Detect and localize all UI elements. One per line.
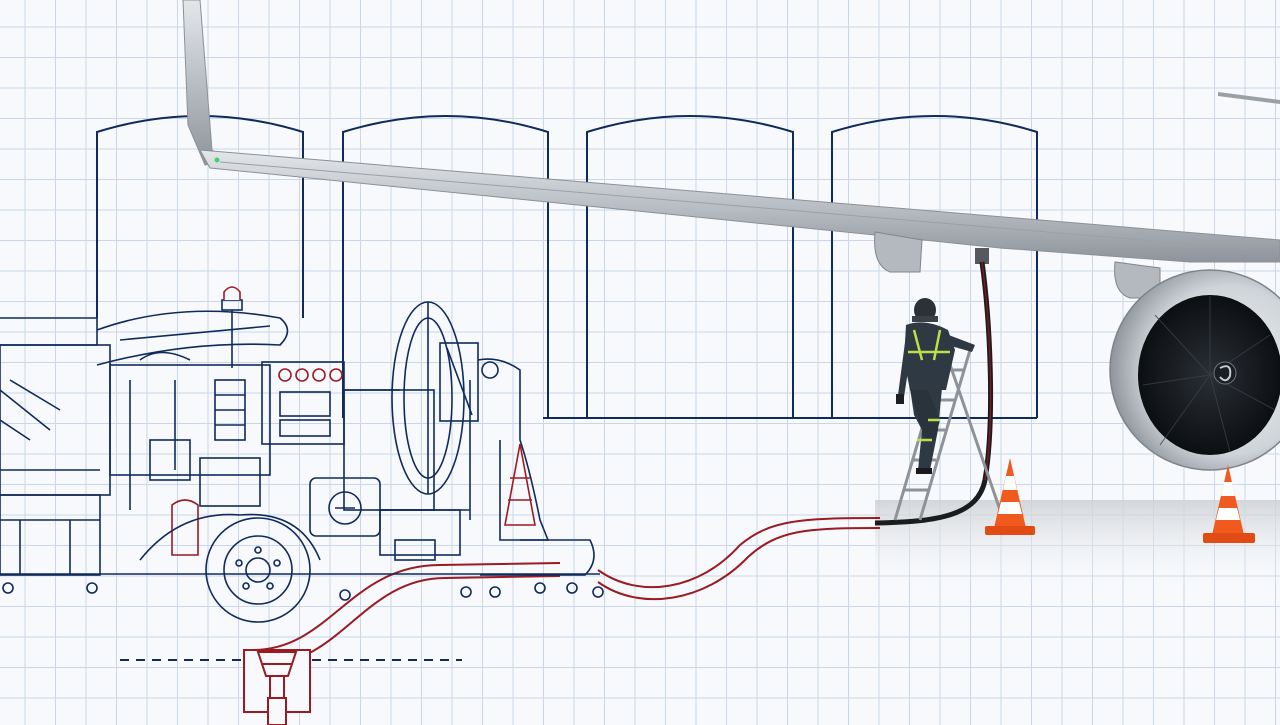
safety-cone-icon bbox=[1203, 465, 1255, 543]
refuel-coupling bbox=[975, 248, 989, 264]
hose-reel bbox=[391, 301, 479, 495]
safety-stripes bbox=[908, 329, 950, 442]
hangar-bay-3 bbox=[586, 115, 794, 418]
control-gauges bbox=[278, 368, 343, 382]
truck-wheel bbox=[205, 517, 311, 623]
safety-cone-icon bbox=[985, 458, 1035, 535]
navigation-light bbox=[214, 157, 220, 163]
flap-track-fairing-1 bbox=[874, 231, 923, 273]
horizontal-stabilizer bbox=[1218, 92, 1280, 104]
hydrant-dispenser-truck bbox=[0, 286, 604, 623]
hydrant-pit-valve bbox=[243, 649, 311, 725]
hangar-bay-2 bbox=[342, 115, 549, 418]
aircraft-wing bbox=[182, 0, 1280, 299]
winglet bbox=[182, 0, 228, 166]
jet-engine-icon bbox=[1109, 269, 1280, 471]
warning-beacon-icon bbox=[221, 286, 243, 368]
hangar-bay-4 bbox=[831, 115, 1038, 418]
fuel-worker bbox=[896, 298, 975, 474]
hangar-bays bbox=[96, 115, 1038, 419]
safety-cone-icon bbox=[504, 443, 536, 526]
